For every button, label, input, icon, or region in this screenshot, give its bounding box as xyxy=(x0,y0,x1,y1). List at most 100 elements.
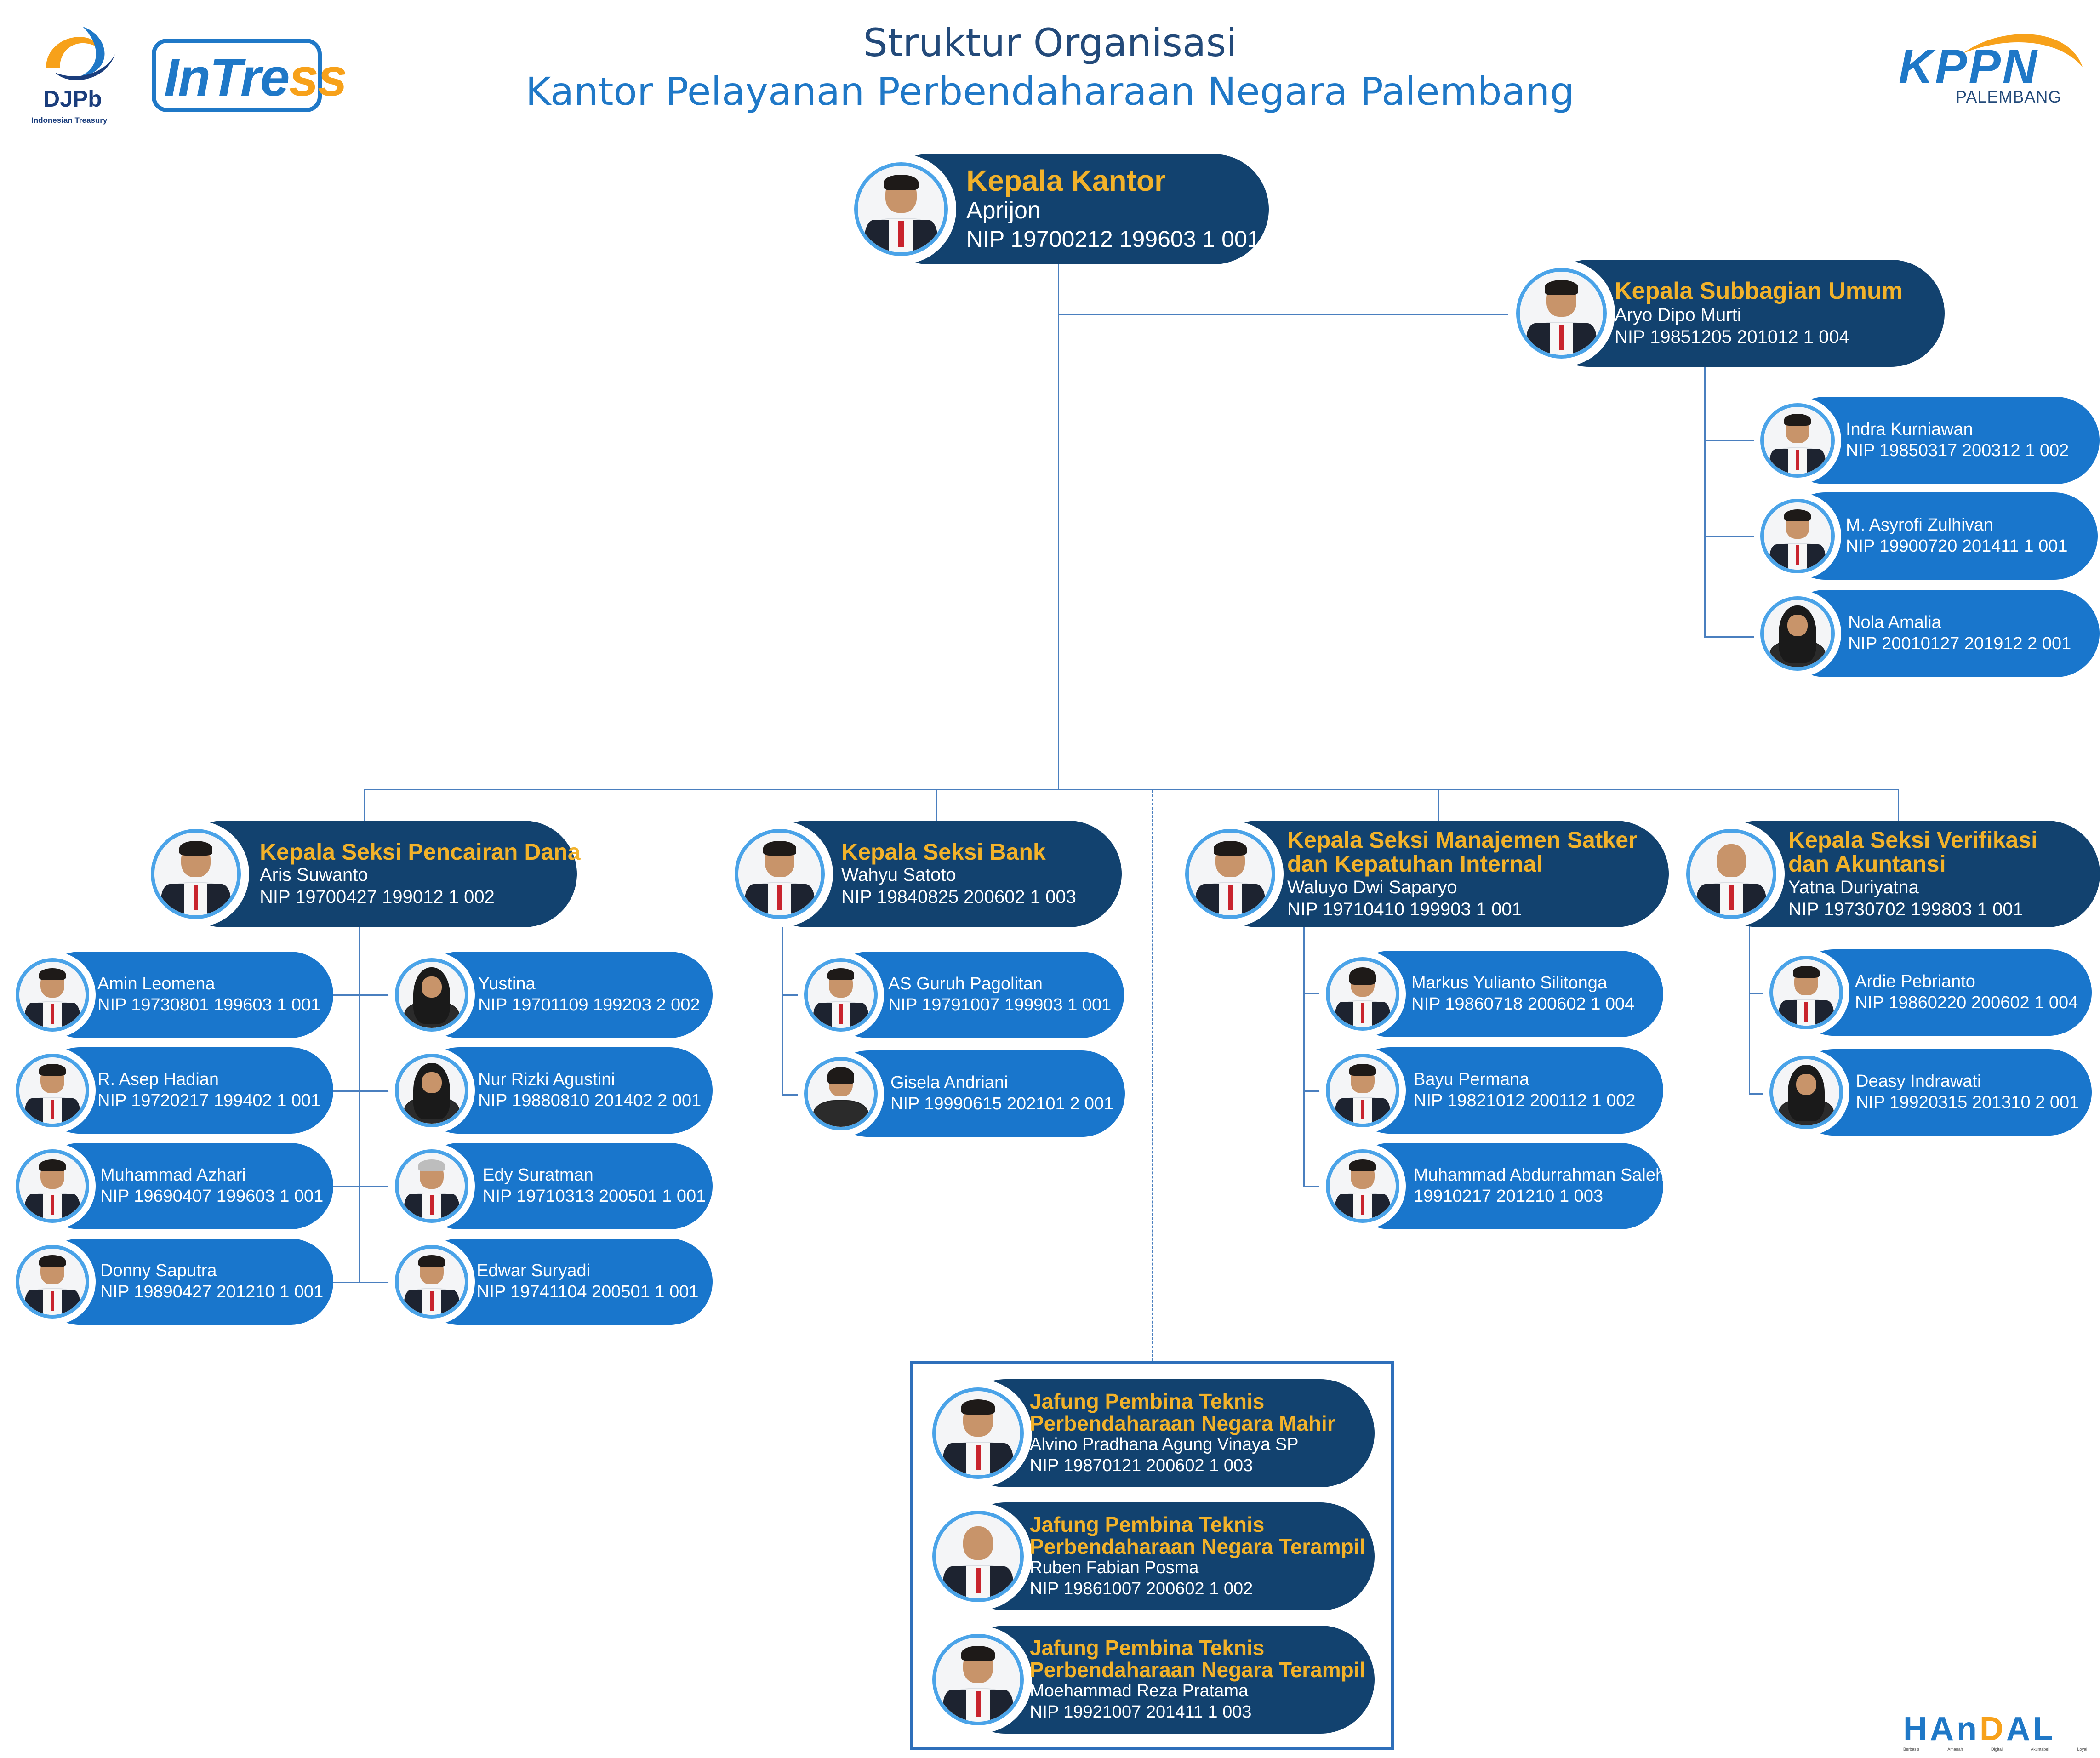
avatar xyxy=(932,1387,1024,1479)
person-nip: NIP 19920315 201310 2 001 xyxy=(1856,1093,2079,1112)
role-title: dan Kepatuhan Internal xyxy=(1287,851,1543,877)
staff-card[interactable]: Ardie Pebrianto NIP 19860220 200602 1 00… xyxy=(1763,949,2092,1036)
jafung-card[interactable]: Jafung Pembina Teknis Perbendaharaan Neg… xyxy=(924,1502,1375,1610)
person-nip: NIP 19860718 200602 1 004 xyxy=(1411,994,1635,1014)
avatar xyxy=(16,1149,89,1223)
person-nip: NIP 19900720 201411 1 001 xyxy=(1846,537,2068,556)
intress-logo-name: InTress xyxy=(164,47,348,107)
avatar xyxy=(1686,829,1776,919)
kepala-kantor-card[interactable]: Kepala Kantor Aprijon NIP 19700212 19960… xyxy=(846,154,1269,264)
staff-card[interactable]: Nola Amalia NIP 20010127 201912 2 001 xyxy=(1754,590,2100,677)
person-nip: NIP 19870121 200602 1 003 xyxy=(1030,1455,1253,1475)
person-nip: NIP 19791007 199903 1 001 xyxy=(888,995,1112,1015)
djpb-logo-subtitle: Indonesian Treasury xyxy=(31,116,108,125)
person-name: AS Guruh Pagolitan xyxy=(888,974,1043,994)
person-nip: NIP 19921007 201411 1 003 xyxy=(1030,1702,1252,1722)
person-name: Nur Rizki Agustini xyxy=(478,1070,615,1090)
staff-card[interactable]: Amin Leomena NIP 19730801 199603 1 001 xyxy=(9,952,333,1038)
avatar xyxy=(932,1634,1024,1725)
avatar xyxy=(1760,499,1835,573)
person-name: Markus Yulianto Silitonga xyxy=(1411,973,1607,993)
staff-card[interactable]: Nur Rizki Agustini NIP 19880810 201402 2… xyxy=(388,1047,713,1134)
person-nip: NIP 19860220 200602 1 004 xyxy=(1855,993,2078,1012)
staff-card[interactable]: Markus Yulianto Silitonga NIP 19860718 2… xyxy=(1319,951,1663,1037)
person-name: Aprijon xyxy=(966,197,1041,224)
staff-card[interactable]: Deasy Indrawati NIP 19920315 201310 2 00… xyxy=(1763,1049,2092,1136)
person-nip: NIP 19840825 200602 1 003 xyxy=(841,887,1076,908)
avatar xyxy=(1769,1056,1843,1129)
person-name: Aris Suwanto xyxy=(260,865,368,885)
person-nip: NIP 19700212 199603 1 001 xyxy=(966,226,1260,252)
kepala-subbagian-umum-card[interactable]: Kepala Subbagian Umum Aryo Dipo Murti NI… xyxy=(1508,260,1945,367)
staff-card[interactable]: Indra Kurniawan NIP 19850317 200312 1 00… xyxy=(1754,397,2100,484)
role-title: Kepala Seksi Pencairan Dana xyxy=(260,839,581,865)
staff-card[interactable]: Gisela Andriani NIP 19990615 202101 2 00… xyxy=(798,1050,1125,1137)
staff-card[interactable]: AS Guruh Pagolitan NIP 19791007 199903 1… xyxy=(798,952,1124,1038)
avatar xyxy=(932,1511,1024,1602)
person-nip: NIP 19720217 199402 1 001 xyxy=(97,1091,321,1110)
person-name: R. Asep Hadian xyxy=(97,1070,219,1090)
person-nip: NIP 19821012 200112 1 002 xyxy=(1414,1091,1636,1110)
avatar xyxy=(1760,596,1835,671)
handal-logo-name: HAnDAL xyxy=(1903,1711,2056,1747)
person-name: Muhammad Abdurrahman Saleh xyxy=(1414,1165,1666,1185)
person-nip: NIP 19701109 199203 2 002 xyxy=(478,995,700,1015)
person-name: Moehammad Reza Pratama xyxy=(1030,1681,1249,1701)
staff-card[interactable]: Edy Suratman NIP 19710313 200501 1 001 xyxy=(388,1143,713,1229)
kepala-seksi-manajemen-satker-card[interactable]: Kepala Seksi Manajemen Satker dan Kepatu… xyxy=(1177,821,1669,927)
kepala-seksi-pencairan-dana-card[interactable]: Kepala Seksi Pencairan Dana Aris Suwanto… xyxy=(143,821,581,927)
person-nip: NIP 19880810 201402 2 001 xyxy=(478,1091,702,1110)
staff-card[interactable]: Edwar Suryadi NIP 19741104 200501 1 001 xyxy=(388,1239,713,1325)
avatar xyxy=(16,1054,89,1127)
staff-card[interactable]: Donny Saputra NIP 19890427 201210 1 001 xyxy=(9,1239,333,1325)
avatar xyxy=(804,1057,878,1130)
staff-card[interactable]: Muhammad Abdurrahman Saleh 19910217 2012… xyxy=(1319,1143,1666,1229)
page-subtitle: Kantor Pelayanan Perbendaharaan Negara P… xyxy=(525,69,1575,114)
role-title: Kepala Kantor xyxy=(966,164,1166,198)
kepala-seksi-bank-card[interactable]: Kepala Seksi Bank Wahyu Satoto NIP 19840… xyxy=(726,821,1122,927)
person-name: Indra Kurniawan xyxy=(1846,420,1973,440)
avatar xyxy=(1769,956,1843,1029)
avatar xyxy=(395,958,468,1032)
role-title: Kepala Subbagian Umum xyxy=(1615,278,1903,305)
role-title: Perbendaharaan Negara Terampil xyxy=(1030,1534,1366,1558)
person-nip: NIP 19690407 199603 1 001 xyxy=(100,1187,324,1206)
person-nip: NIP 19730702 199803 1 001 xyxy=(1788,899,2023,919)
role-title: dan Akuntansi xyxy=(1788,851,1946,877)
staff-card[interactable]: Yustina NIP 19701109 199203 2 002 xyxy=(388,952,713,1038)
kppn-logo-subtitle: PALEMBANG xyxy=(1956,87,2062,106)
avatar xyxy=(1326,957,1399,1031)
avatar xyxy=(735,829,825,919)
staff-card[interactable]: Muhammad Azhari NIP 19690407 199603 1 00… xyxy=(9,1143,333,1229)
jafung-card[interactable]: Jafung Pembina Teknis Perbendaharaan Neg… xyxy=(924,1626,1375,1734)
person-nip: NIP 19990615 202101 2 001 xyxy=(890,1094,1114,1113)
avatar xyxy=(16,958,89,1032)
avatar xyxy=(395,1245,468,1318)
intress-logo-icon: InTress xyxy=(152,39,348,112)
person-name: Nola Amalia xyxy=(1848,613,1941,633)
role-title: Kepala Seksi Manajemen Satker xyxy=(1287,827,1638,853)
avatar xyxy=(1516,268,1607,359)
person-name: Wahyu Satoto xyxy=(841,865,956,885)
role-title: Jafung Pembina Teknis xyxy=(1030,1389,1265,1413)
page-title: Struktur Organisasi xyxy=(863,20,1237,65)
person-name: Ardie Pebrianto xyxy=(1855,972,1975,992)
jafung-card[interactable]: Jafung Pembina Teknis Perbendaharaan Neg… xyxy=(924,1379,1375,1487)
djpb-logo-name: DJPb xyxy=(43,86,102,112)
staff-card[interactable]: M. Asyrofi Zulhivan NIP 19900720 201411 … xyxy=(1754,492,2098,580)
person-nip: NIP 19890427 201210 1 001 xyxy=(100,1282,324,1301)
person-nip: 19910217 201210 1 003 xyxy=(1414,1187,1604,1206)
staff-card[interactable]: Bayu Permana NIP 19821012 200112 1 002 xyxy=(1319,1047,1663,1134)
person-name: Deasy Indrawati xyxy=(1856,1072,1981,1091)
person-nip: NIP 19710410 199903 1 001 xyxy=(1287,899,1522,919)
person-name: Ruben Fabian Posma xyxy=(1030,1558,1199,1578)
djpb-logo-icon: DJPb Indonesian Treasury xyxy=(28,17,129,126)
avatar xyxy=(151,829,241,919)
role-title: Jafung Pembina Teknis xyxy=(1030,1512,1265,1536)
avatar xyxy=(1326,1149,1399,1223)
kppn-logo-name: KPPN xyxy=(1899,40,2039,93)
kepala-seksi-verifikasi-card[interactable]: Kepala Seksi Verifikasi dan Akuntansi Ya… xyxy=(1678,821,2100,927)
person-nip: NIP 20010127 201912 2 001 xyxy=(1848,634,2071,653)
staff-card[interactable]: R. Asep Hadian NIP 19720217 199402 1 001 xyxy=(9,1047,333,1134)
